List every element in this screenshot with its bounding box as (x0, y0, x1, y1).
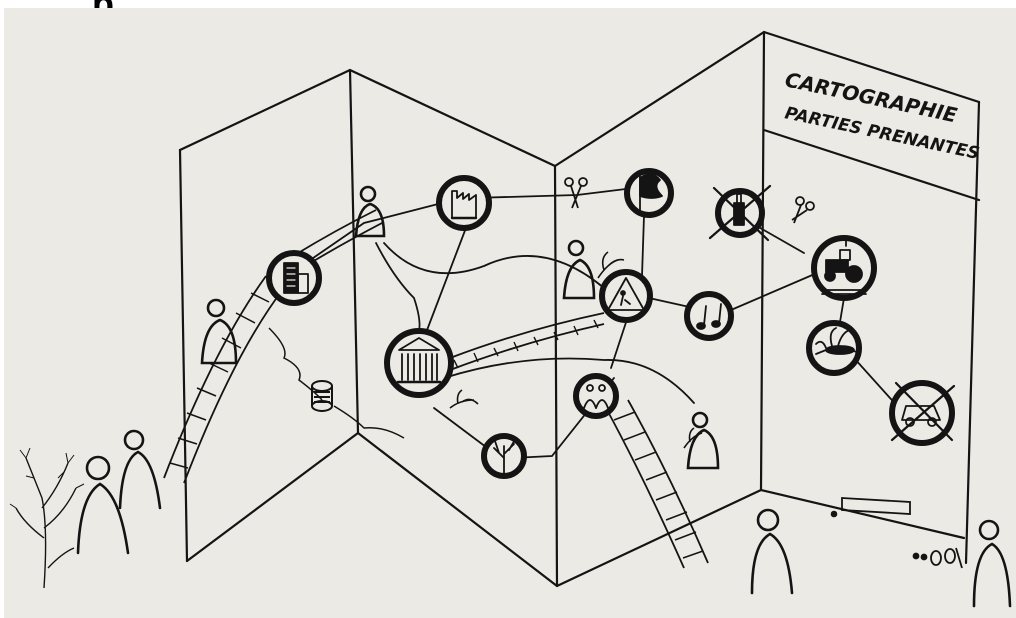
node-factory (439, 178, 489, 228)
node-family (576, 376, 616, 416)
paper-sheet: CARTOGRAPHIE PARTIES PRENANTES (4, 8, 1016, 618)
node-museum (387, 331, 451, 395)
node-music (687, 294, 731, 338)
